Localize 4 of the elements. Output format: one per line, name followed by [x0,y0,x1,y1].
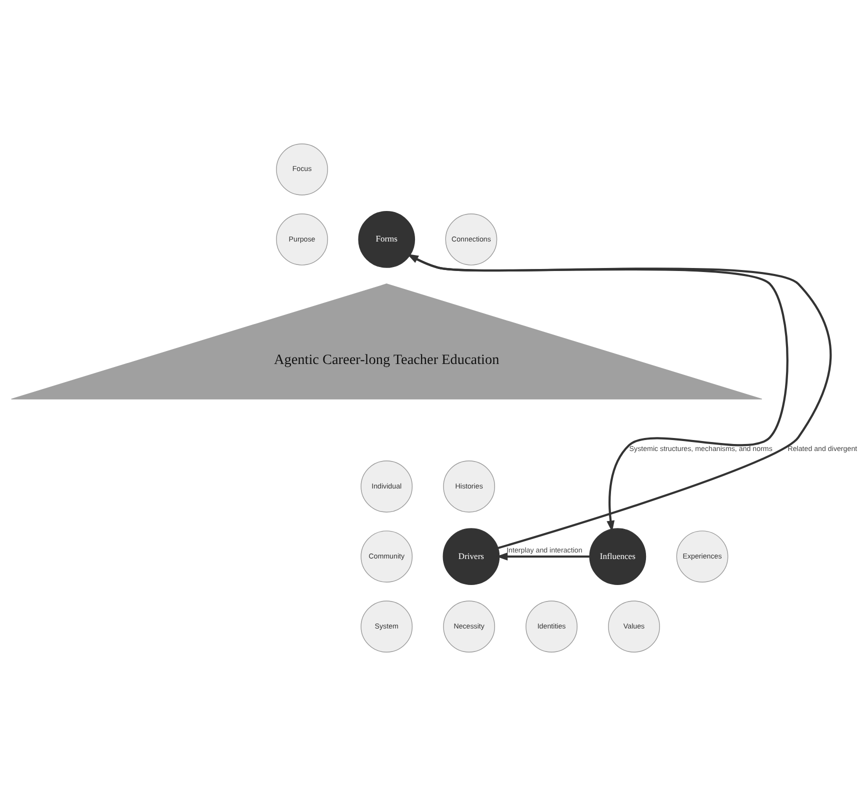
arrow [407,253,832,549]
node-circle: Forms [358,210,416,268]
node-circle: Influences [589,528,646,584]
node-circle: Drivers [442,528,500,584]
